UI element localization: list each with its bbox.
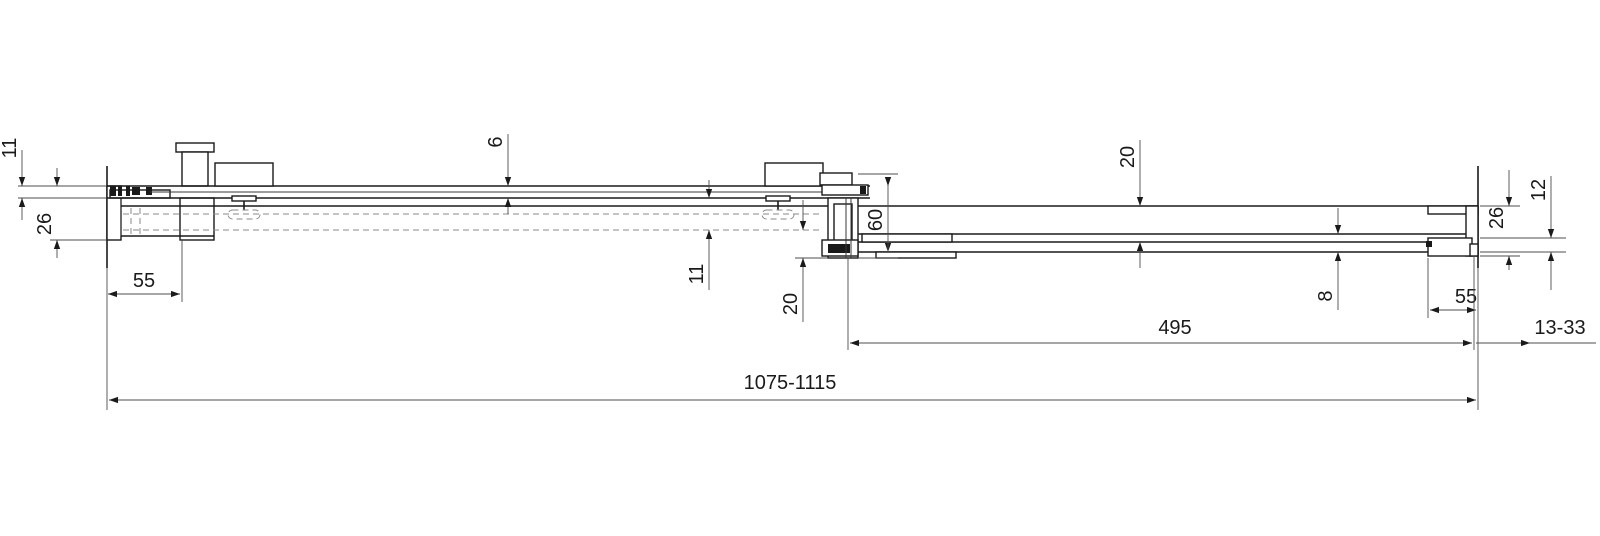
centre-connector: [819, 172, 869, 259]
dim-label-total-width: 1075-1115: [744, 372, 837, 394]
dim-label-8: 8: [1315, 290, 1337, 301]
dim-60: 60: [858, 173, 898, 259]
dim-label-60: 60: [865, 209, 887, 231]
dim-label-11-mid: 11: [686, 264, 708, 285]
right-fixed-panel: [858, 205, 1478, 259]
dim-label-12-right: 12: [1528, 179, 1550, 201]
right-wall-profile: [1426, 166, 1479, 268]
dim-12-right: 12: [1480, 176, 1566, 290]
dim-label-6: 6: [485, 136, 507, 147]
dim-55-right: 55: [1427, 258, 1477, 318]
dim-label-26-left: 26: [34, 213, 56, 235]
lower-fixed-bar: [121, 205, 830, 237]
dim-label-11-left: 11: [0, 138, 21, 159]
dim-20-lower: 20: [780, 200, 828, 322]
dim-8: 8: [1315, 208, 1342, 310]
dim-11-mid: 11: [686, 180, 713, 290]
dim-20-right: 20: [1117, 140, 1144, 268]
dim-label-20-lower: 20: [780, 293, 802, 315]
dim-label-55-left: 55: [133, 270, 155, 292]
dim-label-495: 495: [1158, 317, 1191, 339]
upper-guide-rail: [107, 162, 870, 199]
dim-label-55-right: 55: [1455, 286, 1477, 308]
sliding-glass-hidden: [123, 208, 820, 236]
dim-13-33: 13-33: [1476, 317, 1596, 347]
dim-total-width: 1075-1115: [106, 268, 1479, 410]
dim-26-right: 26: [1480, 170, 1520, 270]
dim-495: 495: [847, 256, 1475, 350]
dim-left-11: 11: [0, 138, 106, 220]
dim-left-55: 55: [108, 240, 183, 302]
dim-label-13-33: 13-33: [1534, 317, 1585, 339]
dim-6: 6: [485, 134, 512, 214]
roller-left: [227, 195, 261, 220]
dim-label-26-right: 26: [1486, 207, 1508, 229]
roller-right: [761, 195, 795, 220]
door-handle-knob: [175, 142, 215, 187]
dim-label-20-right: 20: [1117, 146, 1139, 168]
dim-left-26: 26: [34, 168, 106, 258]
left-wall-profile: [106, 166, 215, 268]
